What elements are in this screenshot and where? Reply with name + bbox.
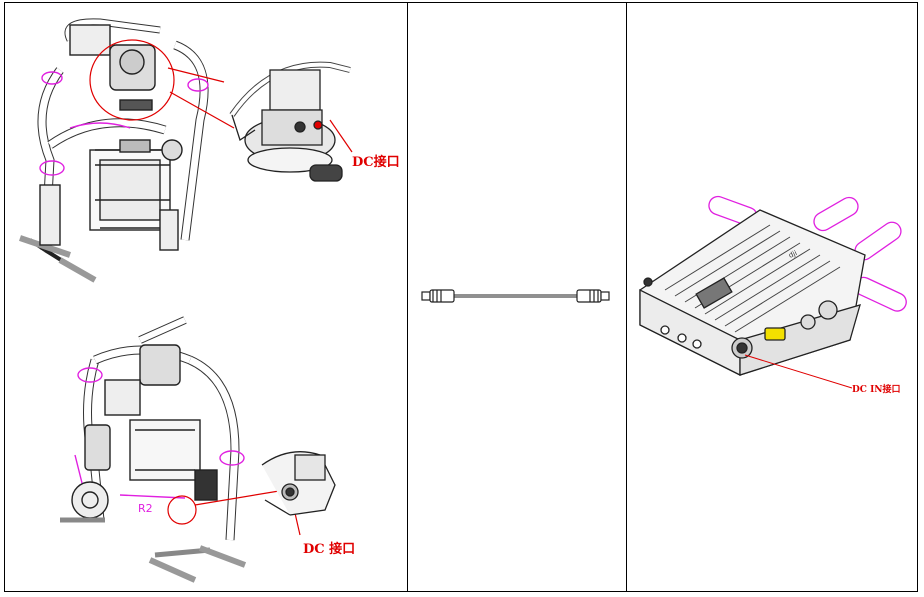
callout-line-right (744, 354, 853, 389)
zoom-callout-bottom (167, 489, 301, 536)
dji-logo: dji (787, 249, 798, 260)
port-detail-top (229, 61, 351, 182)
transmitter-illustration: dji (639, 195, 907, 377)
port-detail-bottom (261, 451, 336, 516)
table-border (4, 2, 918, 592)
antennas (708, 195, 907, 312)
r2-marking: R2 (138, 502, 153, 515)
column-divider-1 (407, 2, 408, 592)
dc-port-label-bottom: DC 接口 (303, 542, 356, 557)
zoom-callout-top (89, 39, 353, 153)
gimbal-top-illustration (19, 18, 209, 283)
column-divider-2 (626, 2, 627, 592)
cable-illustration (421, 289, 610, 303)
dc-in-port-label: DC IN接口 (852, 385, 901, 395)
gimbal-bottom-illustration: R2 (60, 316, 247, 583)
dc-port-label-top: DC接口 (352, 155, 400, 170)
